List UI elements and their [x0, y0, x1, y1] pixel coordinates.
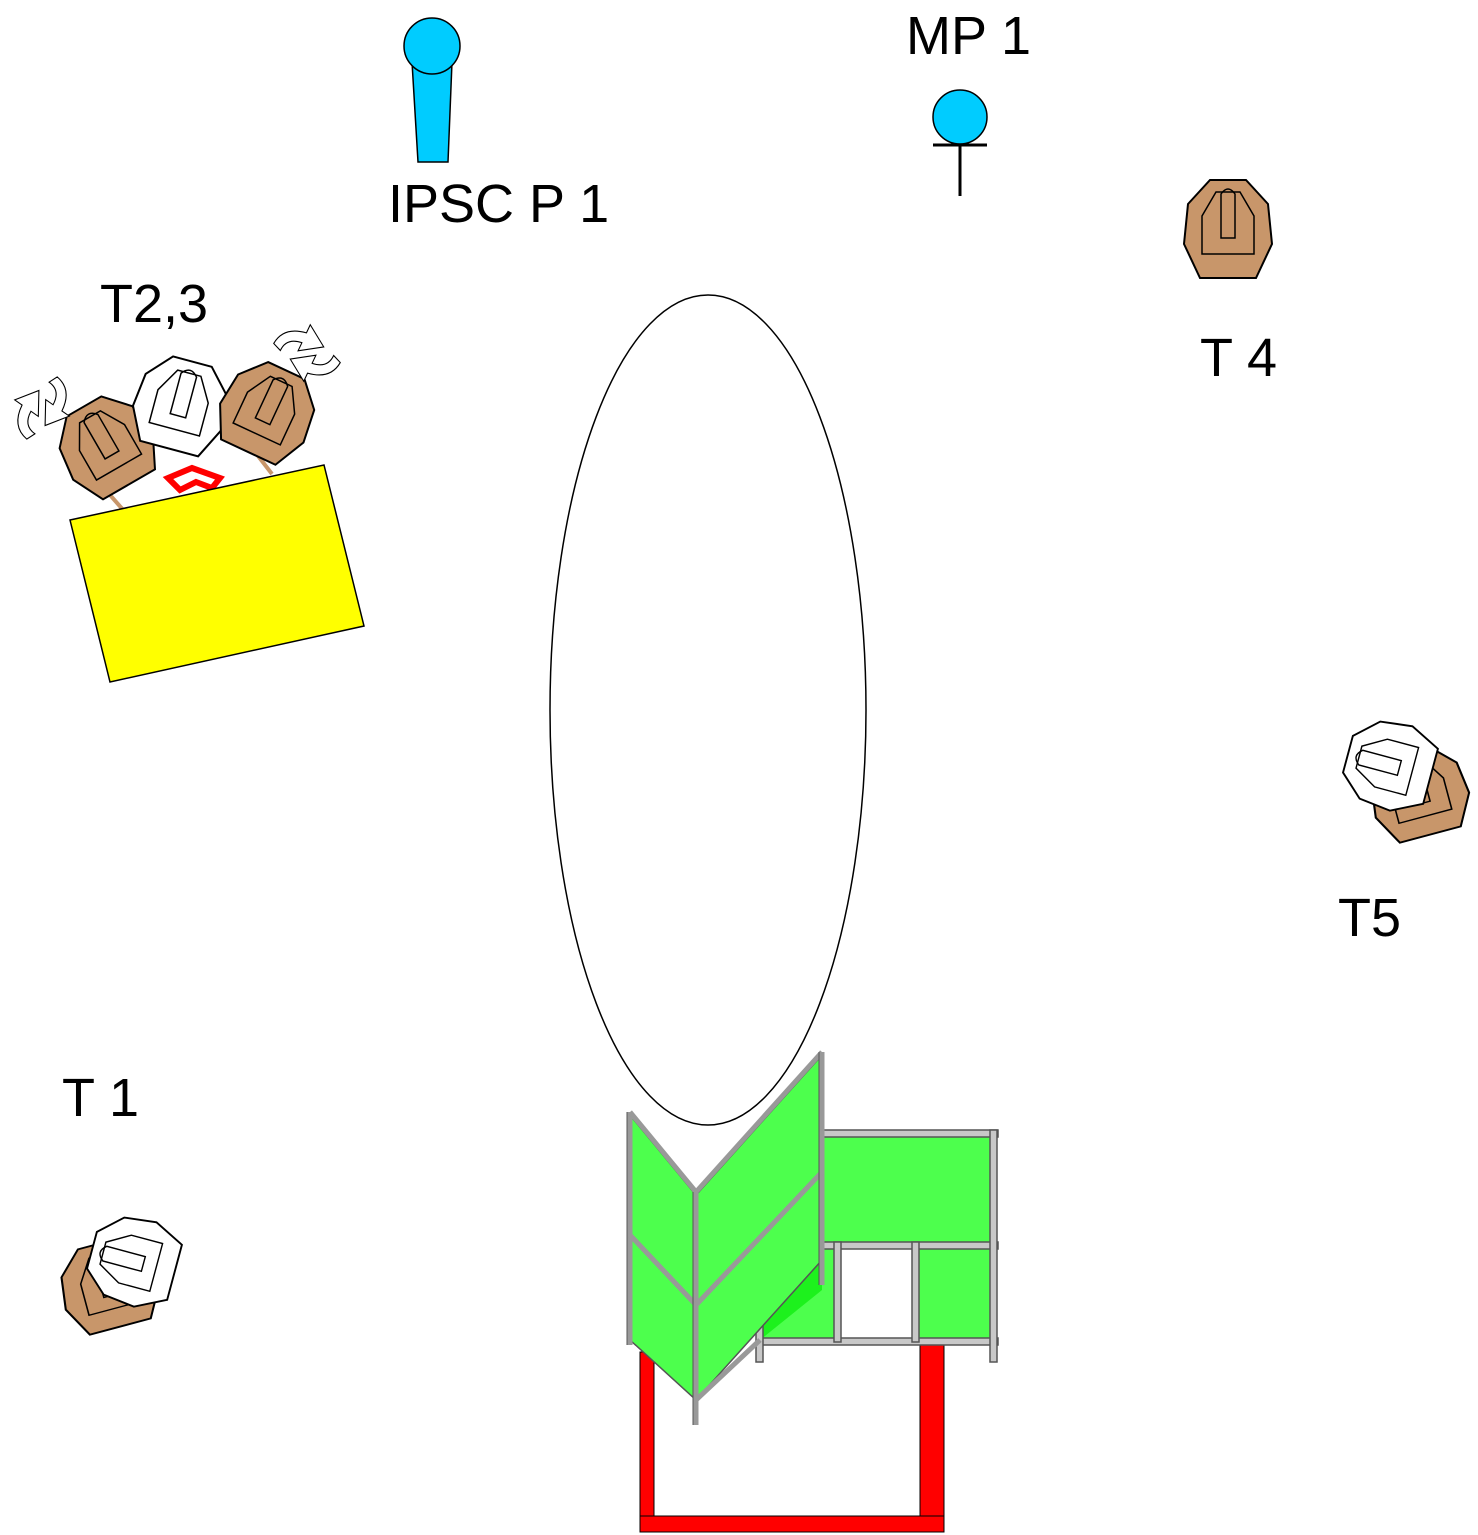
- target-t5-label: T5: [1338, 888, 1401, 948]
- target-t5: [1335, 711, 1478, 849]
- target-t23-group: [0, 313, 365, 683]
- target-t23-label: T2,3: [100, 274, 208, 334]
- target-t4: [1182, 179, 1274, 279]
- wall-structure: [626, 1050, 999, 1425]
- mini-popper: [932, 89, 988, 196]
- ipsc-popper: [403, 17, 461, 163]
- fault-line: [639, 1337, 945, 1533]
- target-t1-label: T 1: [62, 1068, 139, 1128]
- target-t4-label: T 4: [1200, 328, 1277, 388]
- central-oval: [549, 294, 867, 1126]
- mini-popper-label: MP 1: [906, 6, 1031, 66]
- ipsc-popper-label: IPSC P 1: [388, 174, 609, 234]
- target-t1: [50, 1207, 187, 1341]
- barricade-yellow: [69, 464, 365, 683]
